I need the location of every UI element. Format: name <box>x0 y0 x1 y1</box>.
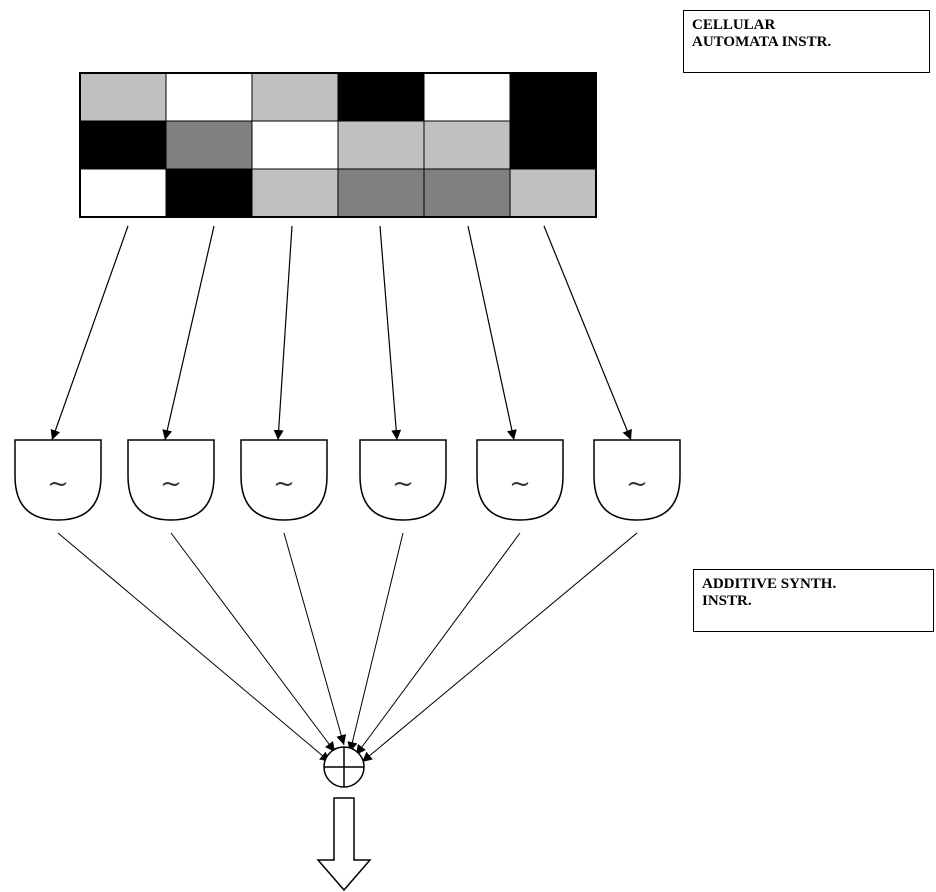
mix-arrow <box>283 532 347 746</box>
grid-to-oscillator-arrows <box>50 225 632 441</box>
grid-cell <box>337 120 425 170</box>
grid-cell <box>337 168 425 218</box>
mix-arrow <box>361 532 638 763</box>
automata-arrow <box>273 225 293 441</box>
mix-arrow <box>170 532 336 753</box>
grid-cell <box>509 120 597 170</box>
grid-cell <box>251 72 339 122</box>
grid-cell <box>79 168 167 218</box>
oscillator-symbol: ~ <box>509 469 531 499</box>
oscillator-bank: ~ ~ ~ ~ ~ ~ <box>14 439 681 521</box>
oscillator-icon <box>476 439 564 521</box>
oscillator-symbol: ~ <box>47 469 69 499</box>
output-arrow-shape <box>316 797 372 892</box>
automata-grid <box>79 72 597 218</box>
mixer-sum-icon <box>323 746 365 788</box>
grid-cell <box>423 72 511 122</box>
oscillator-icon <box>240 439 328 521</box>
grid-border <box>79 72 597 218</box>
oscillator-icon <box>14 439 102 521</box>
oscillator-symbol: ~ <box>160 469 182 499</box>
oscillator-icon <box>359 439 447 521</box>
grid-cell <box>251 120 339 170</box>
oscillator-icon <box>593 439 681 521</box>
grid-cell <box>509 168 597 218</box>
mix-arrow <box>347 532 404 753</box>
mix-arrow <box>57 532 331 763</box>
additive-synth-label-line1: ADDITIVE SYNTH. <box>702 576 837 592</box>
grid-cell <box>423 168 511 218</box>
grid-cell <box>79 120 167 170</box>
automata-arrow <box>379 225 402 441</box>
grid-cell <box>165 72 253 122</box>
automata-arrow <box>50 225 129 441</box>
automata-arrow <box>467 225 517 441</box>
cellular-automata-label-line1: CELLULAR <box>692 17 776 33</box>
grid-cell <box>509 72 597 122</box>
grid-cell <box>251 168 339 218</box>
automata-arrow <box>162 225 215 441</box>
grid-cell <box>165 120 253 170</box>
grid-cell <box>337 72 425 122</box>
oscillator-icon <box>127 439 215 521</box>
oscillator-symbol: ~ <box>626 469 648 499</box>
cellular-automata-label-line2: AUTOMATA INSTR. <box>692 34 832 50</box>
cellular-automata-label: CELLULAR AUTOMATA INSTR. <box>683 10 930 73</box>
additive-synth-label: ADDITIVE SYNTH. INSTR. <box>693 569 934 632</box>
automata-arrow <box>543 225 632 441</box>
oscillator-symbol: ~ <box>273 469 295 499</box>
grid-cell <box>79 72 167 122</box>
mix-arrow <box>355 532 521 756</box>
additive-synth-label-line2: INSTR. <box>702 593 752 609</box>
output-arrow-icon <box>316 797 372 892</box>
grid-cell <box>423 120 511 170</box>
grid-cell <box>165 168 253 218</box>
oscillator-to-mixer-arrows <box>57 532 638 763</box>
oscillator-symbol: ~ <box>392 469 414 499</box>
